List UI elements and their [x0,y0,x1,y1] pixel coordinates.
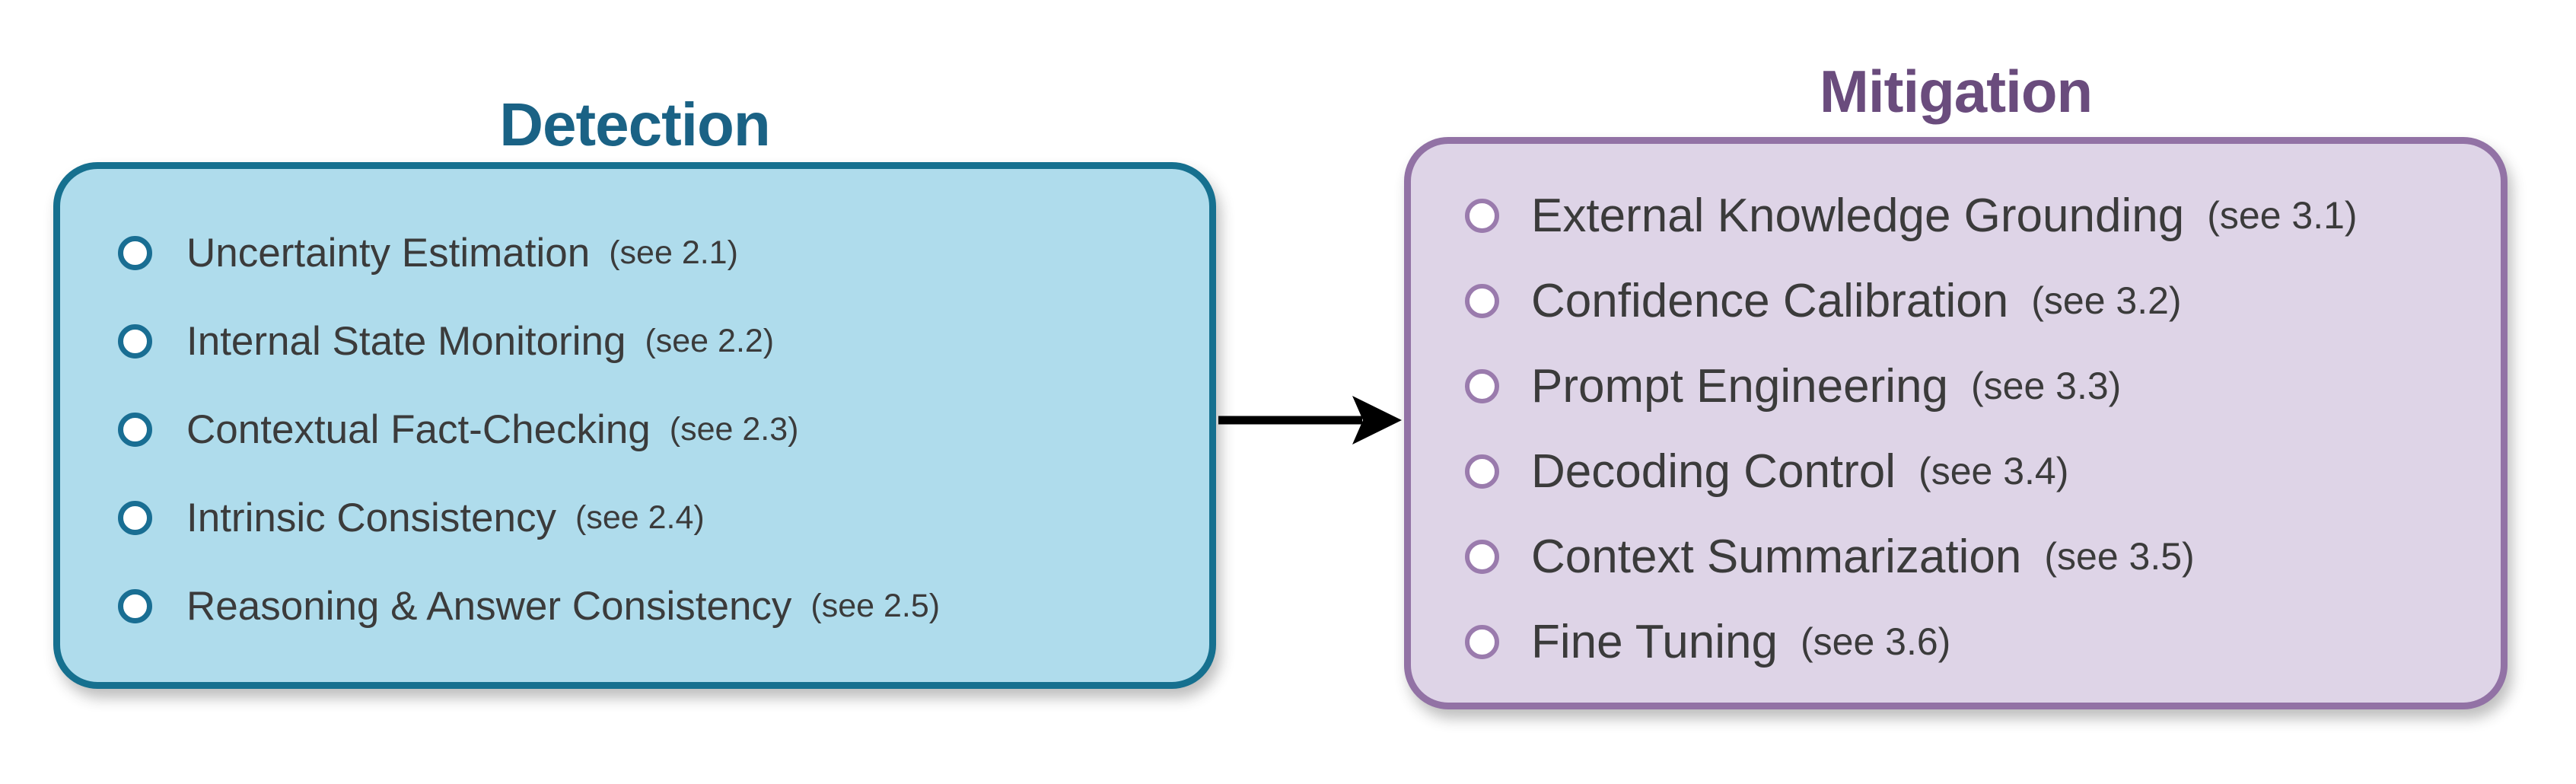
circle-bullet-icon [1465,198,1499,233]
detection-item: Internal State Monitoring (see 2.2) [118,297,940,385]
mitigation-item-ref: (see 3.3) [1970,365,2122,407]
circle-bullet-icon [118,323,152,359]
circle-bullet-icon [1465,368,1499,403]
detection-item-ref: (see 2.5) [810,587,941,624]
mitigation-item: Confidence Calibration (see 3.2) [1465,258,2358,343]
circle-bullet-icon [1465,454,1499,489]
detection-item-label: Uncertainty Estimation [186,230,591,276]
detection-item-label: Reasoning & Answer Consistency [186,583,792,629]
mitigation-item-ref: (see 3.2) [2031,279,2182,322]
circle-bullet-icon [118,235,152,270]
detection-item-label: Intrinsic Consistency [186,495,557,540]
mitigation-item-label: Confidence Calibration [1531,274,2009,327]
mitigation-item: Prompt Engineering (see 3.3) [1465,343,2358,429]
mitigation-item: Decoding Control (see 3.4) [1465,429,2358,514]
detection-item-label: Contextual Fact-Checking [186,406,651,452]
mitigation-item-list: External Knowledge Grounding (see 3.1) C… [1465,173,2358,684]
mitigation-item: External Knowledge Grounding (see 3.1) [1465,173,2358,258]
detection-item-ref: (see 2.1) [609,234,738,271]
circle-bullet-icon [118,412,152,447]
mitigation-item-label: Context Summarization [1531,530,2022,583]
mitigation-item: Context Summarization (see 3.5) [1465,514,2358,599]
detection-item: Reasoning & Answer Consistency (see 2.5) [118,562,940,650]
mitigation-title: Mitigation [1819,58,2093,125]
circle-bullet-icon [1465,539,1499,574]
mitigation-item-ref: (see 3.5) [2044,535,2195,578]
detection-item-list: Uncertainty Estimation (see 2.1) Interna… [118,209,940,650]
detection-item-label: Internal State Monitoring [186,318,626,364]
detection-item: Uncertainty Estimation (see 2.1) [118,209,940,297]
mitigation-item-label: Decoding Control [1531,445,1896,498]
detection-item: Contextual Fact-Checking (see 2.3) [118,385,940,473]
mitigation-item: Fine Tuning (see 3.6) [1465,599,2358,684]
circle-bullet-icon [118,500,152,535]
circle-bullet-icon [1465,283,1499,318]
detection-title: Detection [499,91,771,158]
detection-item-ref: (see 2.4) [575,499,705,536]
detection-item: Intrinsic Consistency (see 2.4) [118,473,940,562]
mitigation-item-ref: (see 3.4) [1918,450,2069,492]
mitigation-item-label: External Knowledge Grounding [1531,189,2185,242]
mitigation-panel: External Knowledge Grounding (see 3.1) C… [1404,137,2508,709]
circle-bullet-icon [118,588,152,623]
detection-item-ref: (see 2.2) [645,322,775,359]
mitigation-item-label: Prompt Engineering [1531,359,1948,413]
circle-bullet-icon [1465,624,1499,659]
detection-item-ref: (see 2.3) [669,410,799,448]
mitigation-item-label: Fine Tuning [1531,615,1778,668]
mitigation-item-ref: (see 3.6) [1801,620,1951,663]
mitigation-item-ref: (see 3.1) [2207,194,2358,237]
detection-panel: Uncertainty Estimation (see 2.1) Interna… [53,162,1216,689]
